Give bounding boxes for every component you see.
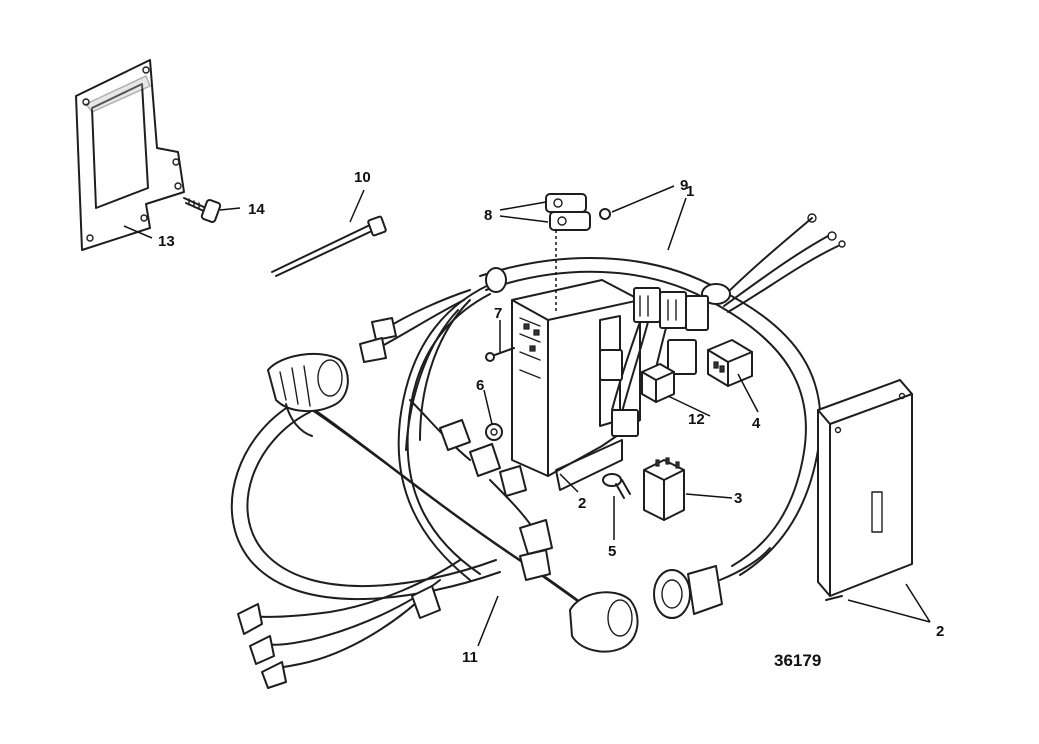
cable-tie: [271, 215, 387, 277]
callout-4: 4: [752, 415, 761, 432]
callout-11: 11: [462, 649, 478, 666]
ecu-plate: [817, 379, 913, 601]
fuse-holders: [545, 193, 611, 314]
relay-4: [707, 339, 753, 387]
callout-13: 13: [158, 233, 175, 250]
screw-7: [485, 347, 515, 362]
callout-10: 10: [354, 169, 371, 186]
bracket-plate: [75, 59, 185, 251]
callout-1: 1: [686, 183, 694, 200]
screw-14: [183, 197, 222, 223]
relay-12: [641, 363, 675, 403]
callout-2-box: 2: [578, 495, 586, 512]
main-harness: [397, 213, 846, 619]
callout-3: 3: [734, 490, 742, 507]
nut-6: [485, 423, 503, 441]
pigtail-terminals: [237, 559, 461, 689]
relay-3: [643, 457, 685, 521]
callout-8: 8: [484, 207, 492, 224]
bolt-5: [602, 473, 631, 499]
connector-cluster: [599, 287, 709, 437]
callout-labels: 1 2 2 3 4 5 6 7 8 9 10 11 12 13 14: [158, 169, 944, 666]
module-box: [511, 279, 641, 491]
callout-2-plate: 2: [936, 623, 944, 640]
cable-loop: [230, 353, 639, 653]
callout-7: 7: [494, 305, 502, 322]
callout-5: 5: [608, 543, 616, 560]
ring-terminals: [359, 289, 553, 581]
callout-9: 9: [680, 177, 688, 194]
callout-12: 12: [688, 411, 705, 428]
figure-number: 36179: [774, 651, 821, 670]
callout-14: 14: [248, 201, 265, 218]
callout-6: 6: [476, 377, 484, 394]
leader-lines: [123, 185, 931, 647]
